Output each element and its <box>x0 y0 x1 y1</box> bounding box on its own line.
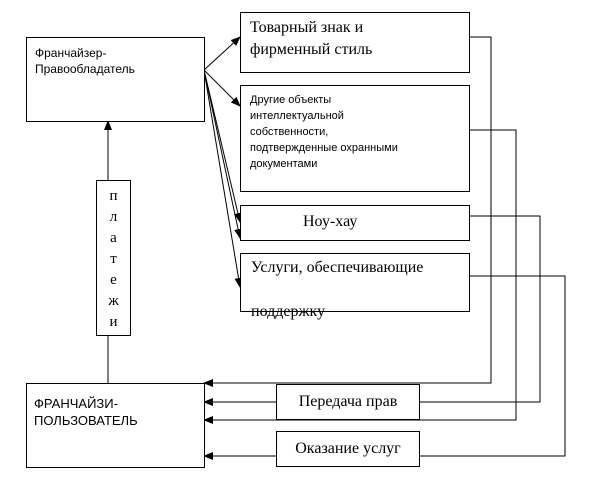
franchisor-label-line1: Франчайзер- <box>35 46 107 60</box>
arrow-to-knowhow-1 <box>203 69 242 223</box>
other-ip-label-line5: документами <box>250 158 318 170</box>
services-label-line2: поддержку <box>251 303 326 320</box>
other-ip-label-line2: интеллектуальной <box>250 110 344 122</box>
trademark-label-line2: фирменный стиль <box>250 41 373 58</box>
knowhow-label: Ноу-хау <box>303 213 358 230</box>
payments-letter: е <box>110 272 117 288</box>
services-provision-box: Оказание услуг <box>276 431 420 467</box>
arrow-to-other-ip <box>203 69 241 107</box>
services-label-line1: Услуги, обеспечивающие <box>251 259 424 276</box>
payments-letter: ж <box>108 293 119 309</box>
transfer-rights-box: Передача прав <box>276 384 420 420</box>
franchisor-label-line2: Правообладатель <box>35 62 135 76</box>
other-ip-label-line4: подтвержденные охранными <box>250 142 398 154</box>
transfer-rights-label: Передача прав <box>298 393 398 410</box>
arrow-to-services <box>203 69 243 288</box>
return-line-trademark <box>203 36 492 387</box>
other-ip-label-line1: Другие объекты <box>250 94 332 106</box>
arrow-to-knowhow-2 <box>203 69 243 239</box>
franchisee-label-line1: ФРАНЧАЙЗИ- <box>34 396 118 411</box>
arrow-to-trademark <box>203 36 241 71</box>
other-ip-box: Другие объекты интеллектуальной собствен… <box>240 85 470 192</box>
franchisor-box: Франчайзер- Правообладатель <box>26 37 205 122</box>
payments-letter: п <box>109 188 118 204</box>
trademark-label-line1: Товарный знак и <box>250 19 364 36</box>
other-ip-label-line3: собственности, <box>250 126 329 138</box>
payments-box: п л а т е ж и <box>96 180 131 336</box>
franchisee-box: ФРАНЧАЙЗИ- ПОЛЬЗОВАТЕЛЬ <box>26 383 205 468</box>
franchisee-label-line2: ПОЛЬЗОВАТЕЛЬ <box>34 413 138 428</box>
payments-letter: и <box>109 314 118 330</box>
trademark-box: Товарный знак и фирменный стиль <box>240 12 470 73</box>
services-box: Услуги, обеспечивающие поддержку <box>240 253 470 320</box>
payments-letter: л <box>109 209 118 225</box>
payments-letter: т <box>110 251 117 267</box>
services-provision-label: Оказание услуг <box>295 440 401 457</box>
return-line-other-ip <box>203 129 517 424</box>
knowhow-box: Ноу-хау <box>240 205 470 241</box>
payments-letter: а <box>110 230 117 246</box>
